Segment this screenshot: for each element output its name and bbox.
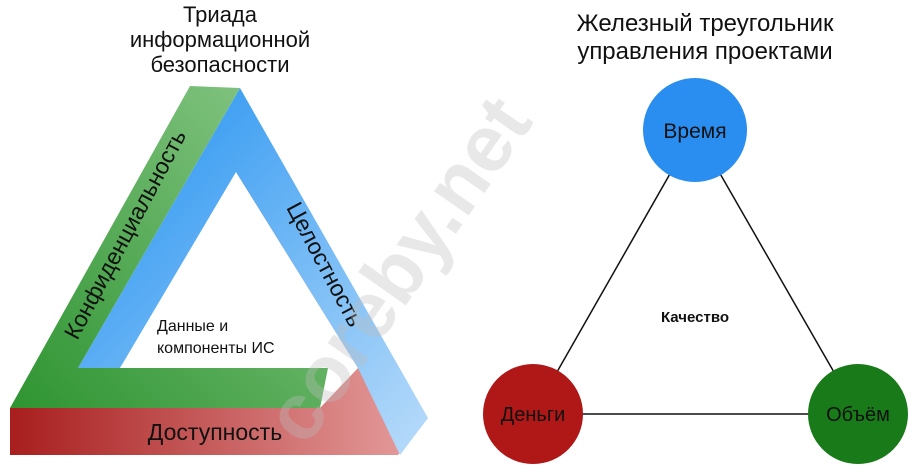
iron-triangle-title-line-2: управления проектами <box>577 38 833 65</box>
money-node <box>483 364 583 464</box>
scope-node <box>808 364 908 464</box>
edge-time-money <box>532 129 696 415</box>
iron-triangle-title: Железный треугольник управления проектам… <box>520 10 890 66</box>
cia-triad-title: Триада информационной безопасности <box>60 2 380 77</box>
time-label: Время <box>663 120 726 143</box>
time-node <box>643 78 747 182</box>
money-label: Деньги <box>501 404 566 426</box>
cia-triad-title-line-1: Триада <box>182 2 258 27</box>
scope-label: Объём <box>826 404 890 426</box>
triad-center-line-1: Данные и <box>157 318 228 335</box>
edge-time-scope <box>694 129 859 415</box>
cia-triad-title-line-2: информационной <box>129 27 311 52</box>
cia-triad: Конфиденциальность Целостность Доступнос… <box>10 86 428 455</box>
triad-center-hole <box>120 185 350 368</box>
availability-label: Доступность <box>148 419 282 445</box>
cia-triad-title-line-3: безопасности <box>150 52 290 77</box>
iron-triangle-title-line-1: Железный треугольник <box>576 10 834 37</box>
integrity-band <box>78 88 428 455</box>
quality-label: Качество <box>661 309 729 326</box>
triad-center-line-2: компоненты ИС <box>157 340 275 357</box>
confidentiality-band <box>10 86 328 408</box>
iron-triangle: Время Деньги Объём Качество <box>483 78 908 464</box>
